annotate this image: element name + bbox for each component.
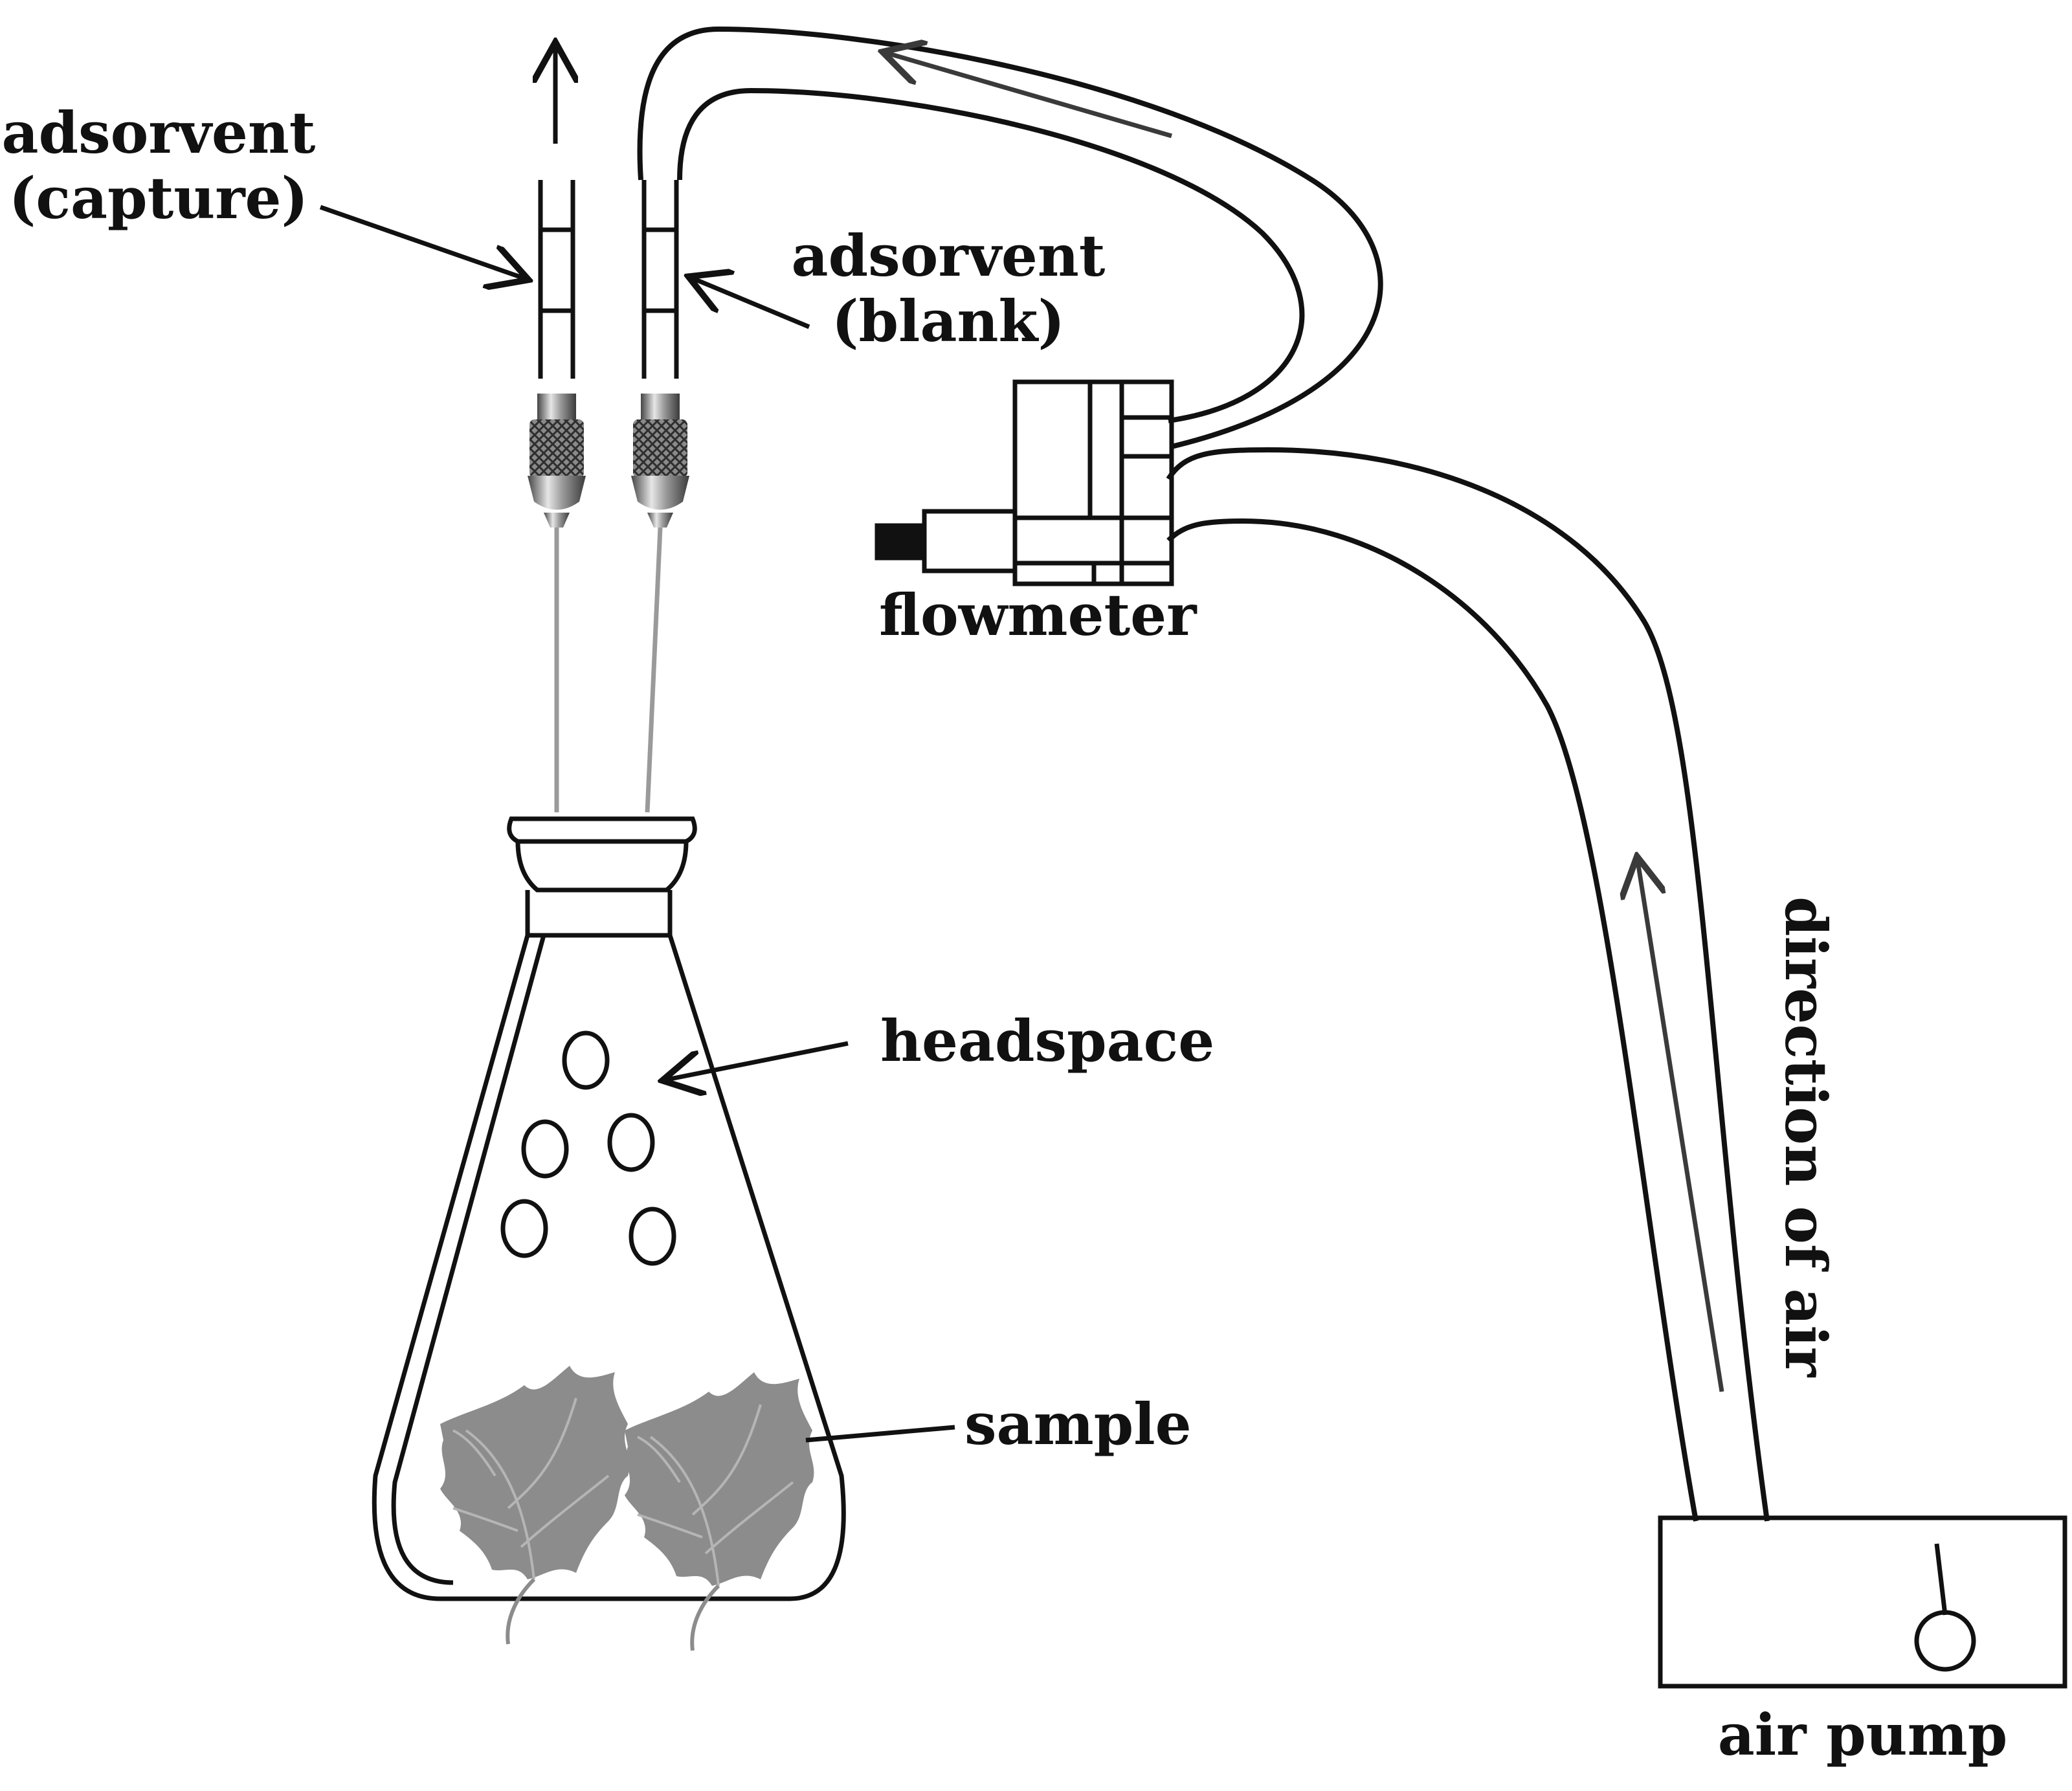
label-adsorvent-capture: adsorvent (capture)	[0, 100, 317, 231]
needle-left	[528, 394, 586, 812]
label-adsorvent-blank-line2: (blank)	[831, 287, 1065, 355]
pointer-blank	[693, 278, 810, 329]
label-air-pump: air pump	[1717, 1701, 2008, 1768]
pointer-headspace	[667, 1041, 849, 1080]
label-headspace: headspace	[880, 1007, 1215, 1074]
adsorvent-blank-tube	[641, 180, 679, 379]
erlenmeyer-flask	[372, 816, 846, 1601]
hose-pump-to-flowmeter	[1166, 447, 1770, 1522]
flowmeter-device	[874, 379, 1174, 586]
airflow-arrow-side	[1638, 861, 1724, 1392]
label-sample: sample	[964, 1390, 1192, 1458]
adsorvent-capture-tube	[538, 180, 575, 379]
airflow-arrow-top	[887, 53, 1172, 139]
leaf-sample-right	[625, 1372, 814, 1651]
label-flowmeter: flowmeter	[879, 581, 1197, 649]
label-direction-of-air: direction of air	[1772, 896, 1840, 1377]
label-adsorvent-capture-line2: (capture)	[8, 164, 309, 232]
needle-right	[631, 394, 689, 813]
pointer-sample	[805, 1425, 955, 1443]
leaf-sample-left	[440, 1366, 629, 1644]
pointer-capture	[319, 205, 524, 278]
headspace-bubbles	[500, 1030, 676, 1266]
air-pump-device	[1658, 1515, 2067, 1689]
label-adsorvent-blank: adsorvent (blank)	[780, 223, 1117, 354]
hose-flowmeter-to-blank	[637, 26, 1383, 449]
label-adsorvent-capture-line1: adsorvent	[1, 99, 316, 166]
label-adsorvent-blank-line1: adsorvent	[791, 222, 1106, 289]
